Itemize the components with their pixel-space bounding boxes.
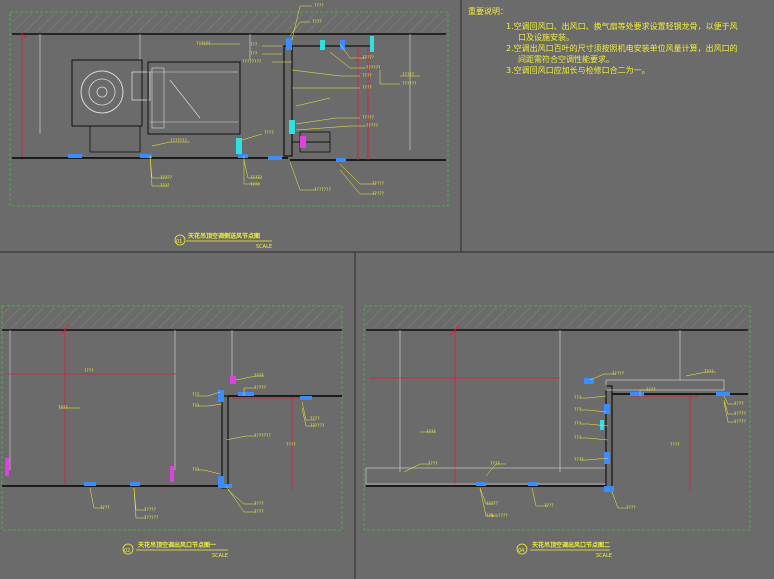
label-d1-10: ????? <box>402 72 415 77</box>
label-d2-3: ????? <box>254 385 267 390</box>
label-d4-9: ????? <box>734 411 747 416</box>
detail-01-number: 01 <box>176 239 182 245</box>
detail-02-border <box>1 305 343 531</box>
label-d1-0: ???? <box>314 3 324 8</box>
label-d1-19: ???? <box>250 182 260 187</box>
detail-02-title-text: 天花吊顶空调出风口节点图一 <box>138 541 216 549</box>
label-d1-7: ?????? <box>366 65 381 70</box>
detail-04-title-text: 天花吊顶空调出风口节点图二 <box>532 541 610 549</box>
detail-02-scale: SCALE <box>212 553 228 559</box>
detail-04-border <box>363 305 751 531</box>
detail-01-title: 01 天花吊顶空调侧送风节点图 SCALE <box>174 232 272 250</box>
label-d1-8: ???? <box>362 73 372 78</box>
label-d1-22: ????? <box>372 191 385 196</box>
label-d1-4: ??? <box>250 51 258 56</box>
notes-title: 重要说明： <box>468 7 508 16</box>
label-d4-8: ???? <box>734 401 744 406</box>
label-d1-17: ???? <box>160 183 170 188</box>
label-d2-4: ???? <box>310 416 320 421</box>
label-d1-18: ????? <box>250 175 263 180</box>
detail-01-fittings <box>68 36 374 162</box>
detail-02-labels: ???? ??? ??? ????? ???? ?????? ??????? ?… <box>58 368 325 520</box>
detail-04-labels: ???? ????? ??? ??? ??? ??? ???? ???? ???… <box>426 369 747 518</box>
detail-04-fittings <box>476 378 730 492</box>
label-d1-6: ????? <box>362 55 375 60</box>
label-d2-12: ?????? <box>144 515 159 520</box>
important-notes: 重要说明： 1.空调回风口、出风口、换气扇等处要求设置轻钢龙骨，以便于风 口及设… <box>468 6 768 76</box>
label-d1-21: ????? <box>372 181 385 186</box>
detail-02-title: 02 天花吊顶空调出风口节点图一 SCALE <box>122 541 228 559</box>
detail-01-title-text: 天花吊顶空调侧送风节点图 <box>188 232 260 240</box>
detail-02-slab-hatch <box>2 308 342 328</box>
label-d2-2: ??? <box>192 403 200 408</box>
label-d1-16: ????? <box>160 175 173 180</box>
label-d2-5: ?????? <box>310 423 325 428</box>
detail-04-title: 04 天花吊顶空调出风口节点图二 SCALE <box>516 541 612 559</box>
label-d4-7: ???? <box>646 387 656 392</box>
label-d1-9: ???? <box>362 85 372 90</box>
detail-04: ???? ????? ??? ??? ??? ??? ???? ???? ???… <box>363 305 751 559</box>
label-d4-5: ??? <box>574 435 582 440</box>
label-d1-5: ???????? <box>242 59 262 64</box>
detail-04-slab-hatch <box>366 308 748 328</box>
note-line: 2.空调出风口百叶的尺寸须按照机电安装单位风量计算，出风口的 <box>506 44 738 53</box>
fan-coil-unit <box>71 59 241 153</box>
detail-01-labels: ???? ???? ?????? ??? ??? ???????? ????? … <box>160 3 417 196</box>
label-d4-1: ????? <box>612 371 625 376</box>
label-d2-6: ??????? <box>254 433 271 438</box>
label-d2-15: ???? <box>58 405 68 410</box>
label-d4-13: ???? <box>490 461 500 466</box>
label-d4-14: ????? <box>486 501 499 506</box>
detail-04-scale: SCALE <box>596 553 612 559</box>
label-d2-14: ???? <box>254 509 264 514</box>
note-line: 间距需符合空调性能要求。 <box>518 55 614 64</box>
label-d4-10: ????? <box>734 419 747 424</box>
detail-02: ???? ??? ??? ????? ???? ?????? ??????? ?… <box>1 305 343 559</box>
label-d1-15: ??????? <box>170 138 187 143</box>
label-d2-0: ???? <box>254 373 264 378</box>
label-d4-16: ???? <box>544 503 554 508</box>
label-d2-8: ???? <box>84 368 94 373</box>
label-d1-13: ????? <box>362 115 375 120</box>
label-d4-3: ??? <box>574 407 582 412</box>
label-d2-7: ??? <box>192 467 200 472</box>
label-d2-11: ????? <box>144 507 157 512</box>
label-d2-13: ???? <box>254 501 264 506</box>
label-d4-17: ???? <box>626 505 636 510</box>
detail-01-border <box>9 11 449 207</box>
note-line: 3.空调回风口应加长与检修口合二为一。 <box>506 66 650 75</box>
label-d1-20: ??????? <box>314 187 331 192</box>
detail-02-number: 02 <box>124 548 130 554</box>
label-d2-9: ???? <box>286 442 296 447</box>
note-line: 1.空调回风口、出风口、换气扇等处要求设置轻钢龙骨，以便于风 <box>506 22 738 31</box>
detail-01-slab-hatch <box>12 14 446 32</box>
label-d4-15: ??Nos???? <box>486 513 508 518</box>
label-d2-1: ??? <box>192 392 200 397</box>
label-d2-10: ???? <box>100 505 110 510</box>
detail-04-number: 04 <box>518 548 524 554</box>
label-d4-11: ???? <box>426 429 436 434</box>
label-d1-12: ???? <box>264 130 274 135</box>
detail-02-fittings <box>84 376 312 488</box>
label-d4-18: ???? <box>670 442 680 447</box>
label-d1-14: ????? <box>366 123 379 128</box>
note-line: 口及设施安装。 <box>518 33 574 42</box>
label-d4-6: ???? <box>574 457 584 462</box>
label-d1-3: ??? <box>250 42 258 47</box>
label-d4-0: ???? <box>704 369 714 374</box>
label-d1-2: ?????? <box>196 41 211 46</box>
label-d1-11: ?????? <box>402 81 417 86</box>
detail-01-scale: SCALE <box>256 244 272 250</box>
label-d4-12: ???? <box>428 461 438 466</box>
detail-01: ???? ???? ?????? ??? ??? ???????? ????? … <box>9 3 449 250</box>
label-d1-1: ???? <box>312 19 322 24</box>
label-d4-4: ??? <box>574 421 582 426</box>
label-d4-2: ??? <box>574 395 582 400</box>
